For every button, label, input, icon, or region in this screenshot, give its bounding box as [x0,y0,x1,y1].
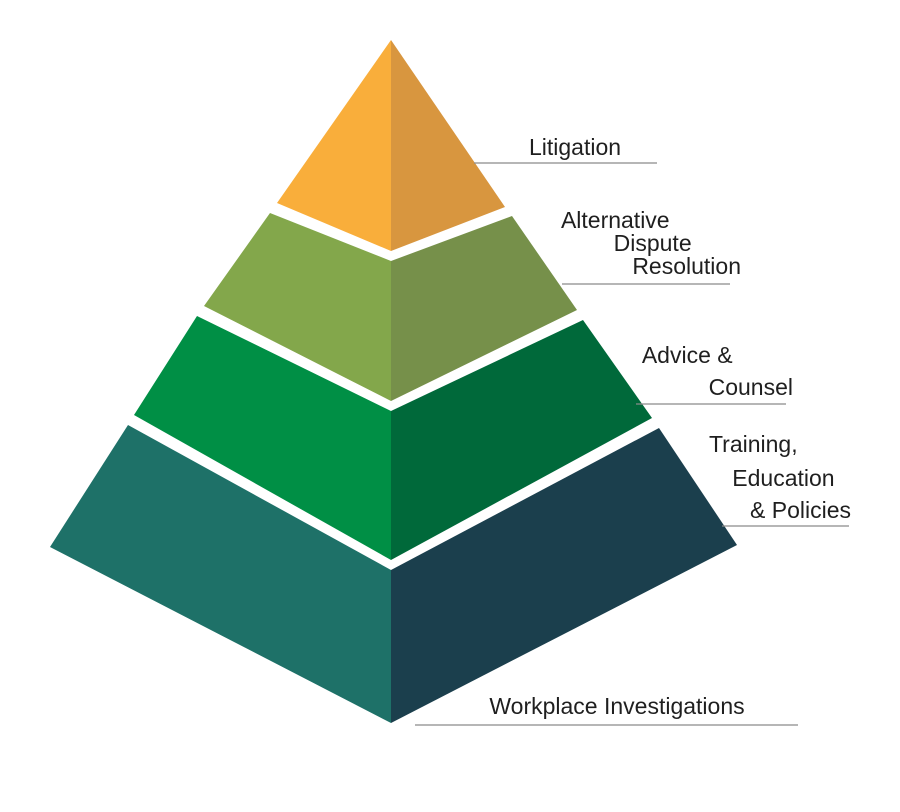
adr-label: Alternative Dispute Resolution [561,207,741,279]
training-label: Training, Education & Policies [709,431,851,523]
litigation-label: Litigation [529,134,621,160]
label-line: Resolution [632,253,741,279]
label-line: Education [732,465,834,491]
label-line: Training, [709,431,798,457]
workplace-investigations-label: Workplace Investigations [489,693,744,719]
adr-tier-right-face [391,216,577,401]
base-tier-right-face [391,428,737,723]
label-line: Counsel [709,374,793,400]
adr-tier-left-face [204,213,391,401]
advice-tier-right-face [391,320,652,560]
label-line: Workplace Investigations [489,693,744,719]
label-line: Advice & [642,342,733,368]
label-line: Litigation [529,134,621,160]
litigation-tier-left-face [277,40,391,251]
base-tier-left-face [50,425,391,723]
label-line: Dispute [614,230,692,256]
label-line: Alternative [561,207,670,233]
litigation-tier-right-face [391,40,505,251]
label-line: & Policies [750,497,851,523]
advice-tier-left-face [134,316,391,560]
advice-label: Advice & Counsel [642,342,793,400]
